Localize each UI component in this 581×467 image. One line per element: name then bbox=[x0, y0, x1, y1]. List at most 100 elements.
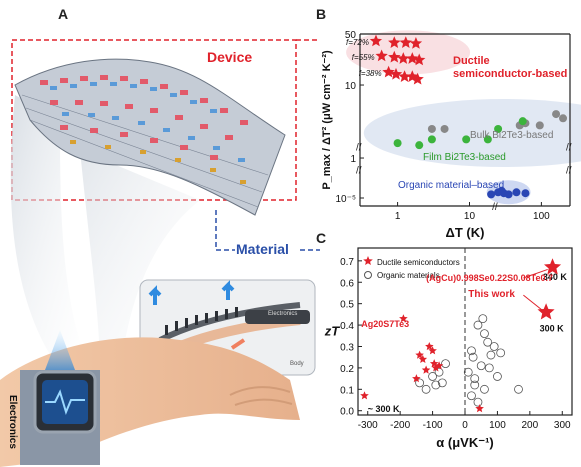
f-label: f=38% bbox=[359, 69, 382, 78]
data-point bbox=[415, 141, 424, 150]
organic-point bbox=[480, 384, 489, 394]
data-point bbox=[427, 135, 436, 144]
panel-c-letter: C bbox=[316, 230, 327, 246]
agcu-annotation: (AgCu)0.998Se0.22S0.08Te0.7 bbox=[426, 273, 553, 283]
ductile-annotation: Ductile bbox=[453, 55, 490, 67]
y-tick-label: 0.0 bbox=[340, 407, 354, 418]
panel-a-letter: A bbox=[58, 6, 69, 22]
ductile-point bbox=[431, 363, 441, 372]
t340-label: 340 K bbox=[543, 272, 568, 282]
bi2te3-region bbox=[363, 99, 581, 168]
organic-point bbox=[437, 378, 447, 388]
ductile-star bbox=[406, 52, 419, 64]
this-work-star bbox=[537, 303, 555, 320]
axis-break-mark: // bbox=[356, 142, 362, 153]
panel-b-letter: B bbox=[316, 6, 327, 22]
inset-body-label: Body bbox=[290, 361, 304, 367]
ductile-point bbox=[421, 365, 431, 374]
ductile-point bbox=[434, 361, 444, 370]
data-point bbox=[504, 190, 513, 199]
ductile-star bbox=[389, 67, 403, 80]
data-point bbox=[427, 124, 436, 133]
organic-point bbox=[473, 397, 483, 407]
y-tick-label: 0.5 bbox=[340, 300, 354, 311]
x-tick-label: 100 bbox=[533, 211, 550, 222]
organic-point bbox=[483, 337, 493, 347]
data-point bbox=[512, 188, 521, 197]
t300-label: 300 K bbox=[540, 324, 565, 334]
y-tick-label: 0.4 bbox=[340, 321, 354, 332]
y-tick-label: 0.6 bbox=[340, 278, 354, 289]
ductile-star bbox=[411, 72, 424, 85]
ductile-point bbox=[399, 314, 408, 323]
organic-point bbox=[476, 361, 486, 371]
ductile-star bbox=[397, 52, 410, 64]
data-point bbox=[487, 190, 496, 199]
this-work-arrow bbox=[523, 294, 543, 311]
organic-point bbox=[434, 367, 444, 377]
ductile-star bbox=[409, 37, 423, 49]
organic-point bbox=[467, 391, 476, 401]
axis-break-mark: // bbox=[566, 165, 572, 176]
organic-point bbox=[473, 320, 483, 330]
legend-organic: Organic materials bbox=[377, 271, 440, 280]
x-tick-label: 300 bbox=[554, 420, 571, 431]
y-tick-label: 0.7 bbox=[340, 257, 354, 268]
axis-break-mark: // bbox=[356, 165, 362, 176]
legend-ductile: Ductile semiconductors bbox=[377, 258, 460, 267]
y-tick-label: 10 bbox=[345, 81, 357, 92]
data-point bbox=[559, 114, 568, 123]
ductile-star bbox=[388, 36, 401, 48]
x-tick-label: 0 bbox=[462, 420, 468, 431]
organic-point bbox=[470, 380, 480, 390]
data-point bbox=[440, 124, 449, 133]
y-tick-label: 10⁻⁵ bbox=[335, 194, 356, 205]
ductile-point bbox=[418, 354, 428, 363]
f-label: f=55% bbox=[352, 53, 375, 62]
organic-point bbox=[486, 350, 496, 360]
axis-break-mark: // bbox=[566, 142, 572, 153]
this-work-arrow bbox=[523, 268, 548, 279]
ag20-annotation: Ag20S7Te3 bbox=[361, 319, 409, 329]
panel-a-illustration bbox=[0, 39, 320, 467]
data-point bbox=[483, 135, 492, 144]
y-axis-label: P_max / ΔT² (μW cm⁻² K⁻²) bbox=[321, 50, 333, 190]
organic-point bbox=[421, 384, 431, 394]
ductile-point bbox=[360, 391, 369, 400]
organic-point bbox=[415, 378, 425, 388]
this-work-star bbox=[544, 258, 562, 275]
x-axis-label: ΔT (K) bbox=[446, 225, 485, 240]
y-tick-label: 0.1 bbox=[340, 385, 354, 396]
organic-point bbox=[468, 352, 478, 362]
data-point bbox=[393, 139, 402, 148]
data-point bbox=[494, 124, 503, 133]
heartbeat-icon bbox=[45, 389, 85, 415]
x-tick-label: -300 bbox=[358, 420, 378, 431]
organic-point bbox=[467, 346, 476, 356]
axis-break-mark: // bbox=[492, 202, 498, 213]
ductile-point bbox=[412, 374, 421, 383]
organic-point bbox=[428, 372, 437, 381]
film-annotation: Film Bi2Te3-based bbox=[423, 152, 506, 163]
y-tick-label: 0.3 bbox=[340, 342, 354, 353]
organic-point bbox=[480, 329, 489, 339]
data-point bbox=[552, 110, 561, 119]
x-tick-label: 200 bbox=[522, 420, 539, 431]
ductile-star bbox=[369, 34, 383, 47]
x-tick-label: 10 bbox=[464, 211, 476, 222]
organic-point bbox=[484, 363, 494, 373]
x-tick-label: -200 bbox=[390, 420, 410, 431]
x-tick-label: 1 bbox=[395, 211, 401, 222]
ductile-star bbox=[382, 65, 395, 78]
wrist-electronics-label: Electronics bbox=[7, 395, 18, 449]
organic-point bbox=[441, 359, 450, 369]
data-point bbox=[462, 135, 471, 144]
organic-point bbox=[493, 372, 502, 381]
ductile-star bbox=[375, 49, 388, 62]
x-tick-label: -100 bbox=[423, 420, 443, 431]
ductile-point bbox=[415, 350, 424, 359]
legend-circle-marker bbox=[364, 271, 372, 279]
data-point bbox=[518, 117, 527, 126]
